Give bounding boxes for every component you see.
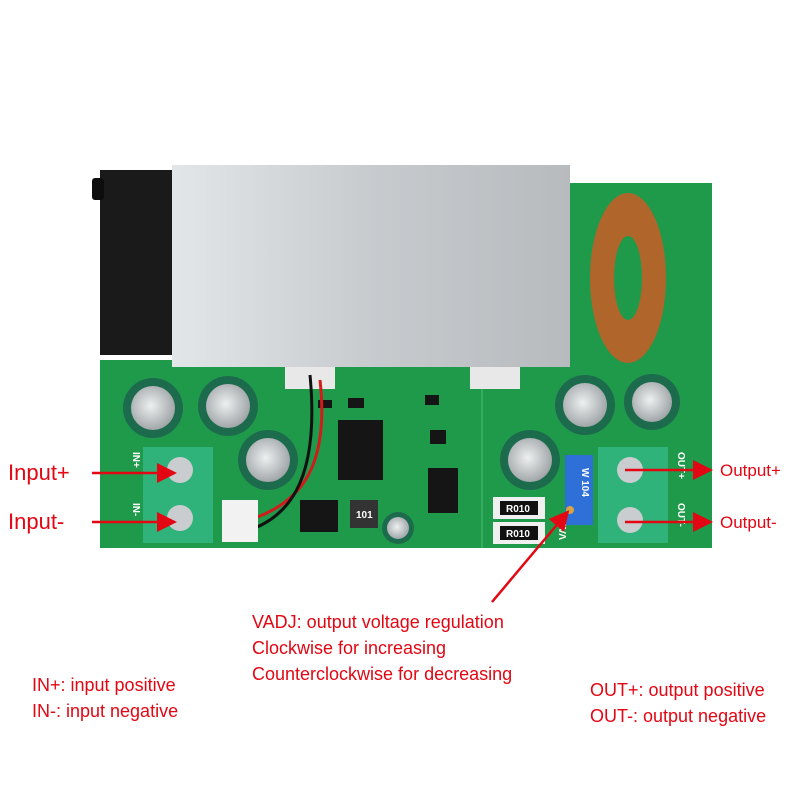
heatsink [172, 165, 570, 389]
out-minus-marking: OUT- [675, 503, 686, 527]
input-terminal: IN+ IN- [130, 447, 213, 543]
output-legend-line: OUT-: output negative [590, 706, 767, 726]
resistor-marking-1: R010 [506, 504, 530, 515]
arrow-vadj [491, 510, 570, 603]
input-legend: IN+: input positive IN-: input negative [32, 672, 178, 724]
input-minus-label: Input- [8, 509, 65, 534]
output-legend-line: OUT+: output positive [590, 680, 765, 700]
input-legend-line: IN-: input negative [32, 701, 179, 721]
capacitors [123, 374, 680, 544]
output-plus-label: Output+ [720, 461, 781, 480]
in-minus-marking: IN- [130, 503, 141, 516]
input-plus-label: Input+ [8, 460, 70, 485]
vadj-note: VADJ: output voltage regulation Clockwis… [252, 609, 512, 687]
vadj-note-line: Clockwise for increasing [252, 638, 447, 658]
toroid-inductor [590, 193, 666, 363]
vadj-note-line: VADJ: output voltage regulation [252, 612, 504, 632]
shunt-resistors: R010 R010 [493, 497, 545, 544]
output-minus-label: Output- [720, 513, 777, 532]
in-plus-marking: IN+ [130, 452, 141, 468]
inductor-marking: 101 [356, 510, 373, 521]
cooling-fan [92, 170, 178, 355]
ic-chips [300, 395, 458, 532]
output-legend: OUT+: output positive OUT-: output negat… [590, 677, 766, 729]
fan-connector [222, 500, 258, 542]
input-legend-line: IN+: input positive [32, 675, 176, 695]
out-plus-marking: OUT+ [675, 452, 686, 479]
vadj-note-line: Counterclockwise for decreasing [252, 664, 513, 684]
pot-marking: W 104 [579, 468, 590, 497]
resistor-marking-2: R010 [506, 529, 530, 540]
annotation-arrows [92, 460, 713, 603]
